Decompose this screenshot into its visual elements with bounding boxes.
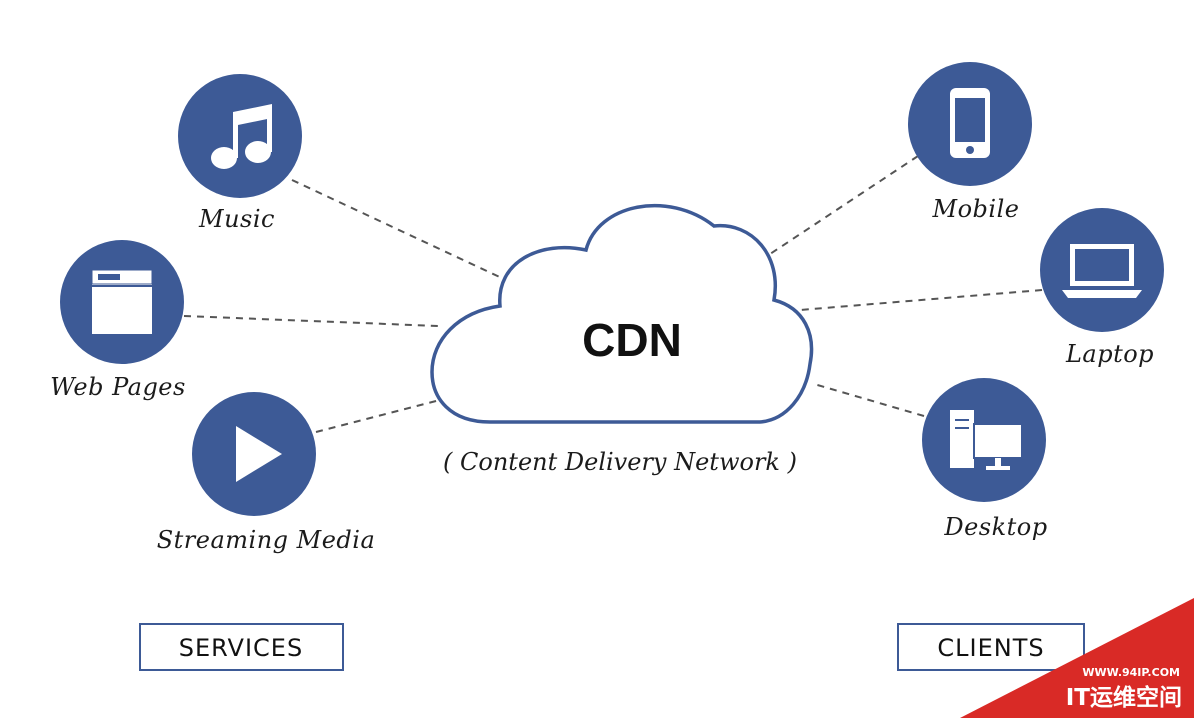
watermark-banner (960, 598, 1194, 718)
service-node-streaming-media: Streaming Media (157, 392, 376, 554)
cdn-subtitle: ( Content Delivery Network ) (443, 448, 797, 476)
play-icon (236, 426, 282, 482)
music-label: Music (198, 205, 275, 233)
services-label: SERVICES (179, 634, 303, 662)
music-note-icon (211, 104, 272, 169)
mobile-label: Mobile (932, 195, 1020, 223)
cdn-cloud (430, 203, 814, 424)
connector-streaming (315, 399, 441, 433)
mobile-phone-icon (950, 88, 990, 158)
service-node-web-pages: Web Pages (50, 240, 186, 401)
connectors (183, 155, 1043, 433)
watermark: WWW.94IP.COM IT运维空间 (960, 598, 1194, 718)
client-node-laptop: Laptop (1040, 208, 1164, 368)
connector-web-pages (183, 315, 439, 327)
cdn-title: CDN (582, 314, 682, 366)
service-node-music: Music (178, 74, 302, 233)
connector-mobile (757, 155, 919, 263)
watermark-title: IT运维空间 (1066, 684, 1182, 711)
services-box: SERVICES (139, 623, 344, 671)
client-node-mobile: Mobile (908, 62, 1032, 223)
client-node-desktop: Desktop (922, 378, 1047, 541)
streaming-media-label: Streaming Media (157, 526, 376, 554)
connector-desktop (813, 383, 925, 417)
desktop-computer-icon (950, 410, 1023, 470)
web-page-icon (91, 269, 153, 334)
desktop-label: Desktop (943, 513, 1047, 541)
watermark-url: WWW.94IP.COM (1082, 666, 1180, 679)
music-circle (178, 74, 302, 198)
laptop-label: Laptop (1065, 340, 1154, 368)
laptop-icon (1062, 244, 1142, 298)
web-pages-label: Web Pages (50, 373, 186, 401)
connector-laptop (775, 289, 1043, 313)
clients-box: CLIENTS (897, 623, 1085, 671)
clients-label: CLIENTS (937, 634, 1044, 662)
connector-music (291, 179, 507, 281)
